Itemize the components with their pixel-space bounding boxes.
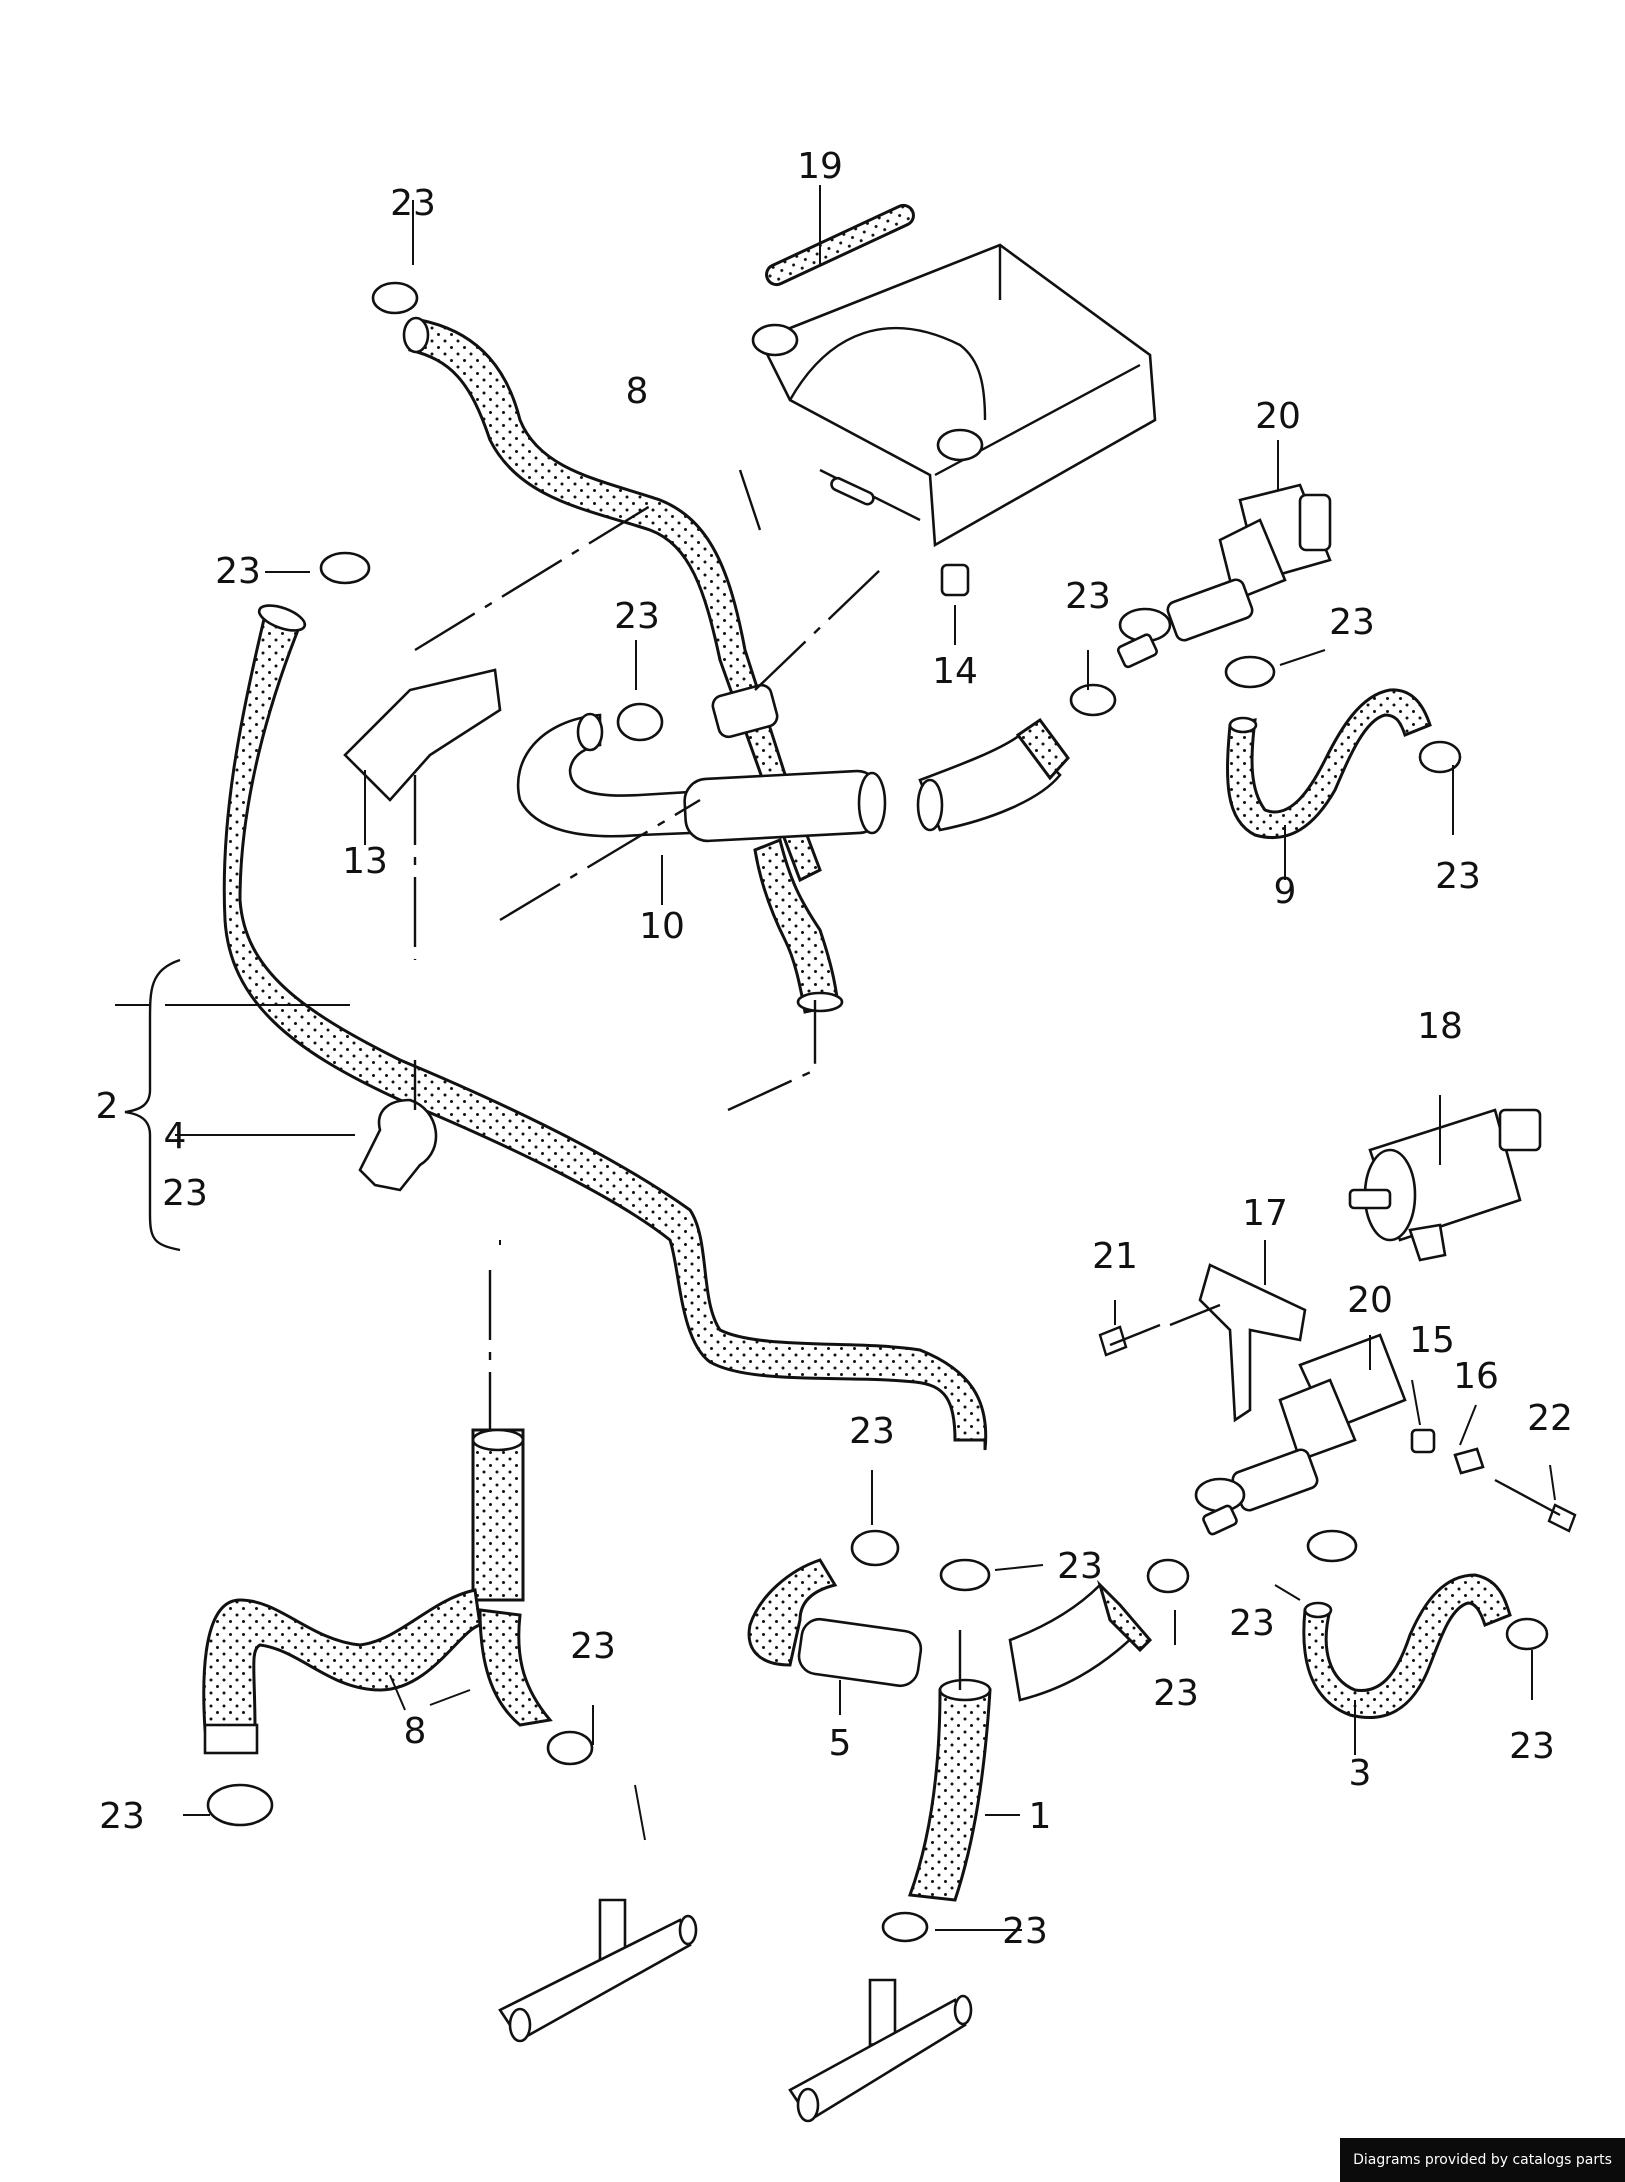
- hose-10: [516, 713, 692, 838]
- seal-strip-19: [765, 203, 915, 287]
- callout-5: 5: [829, 1723, 852, 1764]
- callout-8a: 8: [626, 371, 649, 412]
- callout-23h: 23: [849, 1411, 895, 1452]
- leader-lines: [115, 185, 1556, 1931]
- hose-2: [222, 613, 988, 1451]
- callout-1: 1: [1029, 1796, 1052, 1837]
- callout-23e: 23: [1329, 602, 1375, 643]
- hose-3: [1302, 1573, 1512, 1720]
- callout-18: 18: [1417, 1006, 1463, 1047]
- callout-15: 15: [1409, 1320, 1455, 1361]
- hose-10-sleeve-end: [857, 771, 887, 835]
- callout-21: 21: [1092, 1236, 1138, 1277]
- callout-16: 16: [1453, 1356, 1499, 1397]
- hose-8-right-branch: [478, 1608, 553, 1727]
- cap-16: [1453, 1447, 1485, 1475]
- hose-8-top-end: [402, 316, 430, 354]
- hose-9: [1226, 688, 1432, 840]
- hose-10-sleeve: [683, 769, 882, 843]
- callout-23l: 23: [1153, 1673, 1199, 1714]
- callout-13: 13: [342, 841, 388, 882]
- hose-8-top: [408, 318, 822, 883]
- callout-23k: 23: [1229, 1603, 1275, 1644]
- housing-cap-left: [751, 323, 799, 357]
- valve-20-lower: [1194, 1333, 1407, 1536]
- callout-23m: 23: [1509, 1726, 1555, 1767]
- hose-10-elbow: [918, 733, 1062, 832]
- clamp-23: [206, 281, 1549, 1943]
- callout-20a: 20: [1255, 396, 1301, 437]
- callout-23i: 23: [1057, 1546, 1103, 1587]
- hose-2-end: [257, 604, 307, 632]
- callout-23a: 23: [390, 183, 436, 224]
- callout-17: 17: [1242, 1193, 1288, 1234]
- hose-8-bottom-end: [796, 991, 844, 1013]
- callout-2: 2: [96, 1086, 119, 1127]
- credit-footer: Diagrams provided by catalogs parts: [1340, 2138, 1625, 2182]
- callout-23o: 23: [1002, 1911, 1048, 1952]
- hose-1-end: [938, 1678, 992, 1702]
- hose-10-end: [576, 712, 604, 752]
- housing-slot: [830, 476, 875, 506]
- hose-8-connector: [711, 683, 779, 739]
- callout-23b: 23: [215, 551, 261, 592]
- callout-3: 3: [1349, 1753, 1372, 1794]
- brace-2: [124, 958, 181, 1252]
- bolt-21: [1098, 1323, 1161, 1357]
- hose-5: [747, 1558, 838, 1667]
- hose-10-elbow-end: [916, 778, 944, 832]
- valve-housing-inner: [788, 245, 1141, 522]
- callout-20b: 20: [1347, 1280, 1393, 1321]
- clip-13: [343, 668, 502, 802]
- hose-9-end: [1228, 716, 1258, 734]
- valve-20-top: [1116, 483, 1332, 669]
- callout-14: 14: [932, 651, 978, 692]
- hose-8-left-end: [203, 1723, 259, 1755]
- callout-9: 9: [1274, 871, 1297, 912]
- callout-23j: 23: [570, 1626, 616, 1667]
- hose-8-lower: [753, 837, 840, 1014]
- callout-22: 22: [1527, 1398, 1573, 1439]
- grommet-14: [940, 563, 970, 597]
- clip-4: [358, 1098, 438, 1192]
- callout-23g: 23: [162, 1173, 208, 1214]
- pipe-tee-right: [788, 1978, 973, 2123]
- housing-cap-right: [936, 428, 984, 462]
- dash-lines: [413, 469, 1221, 1690]
- callout-23f: 23: [1435, 856, 1481, 897]
- callout-4: 4: [164, 1116, 187, 1157]
- screw-22: [1494, 1478, 1577, 1533]
- hose-10-elbow-dots: [1015, 717, 1070, 781]
- hose-5-elbow: [1008, 1583, 1142, 1702]
- hose-3-end: [1303, 1601, 1333, 1619]
- callout-23c: 23: [614, 596, 660, 637]
- callout-23n: 23: [99, 1796, 145, 1837]
- callout-10: 10: [639, 906, 685, 947]
- hose-5-sleeve: [797, 1617, 923, 1688]
- nut-15: [1410, 1428, 1436, 1454]
- hose-8-vertical-end: [471, 1428, 525, 1452]
- callout-19: 19: [797, 146, 843, 187]
- solenoid-18: [1348, 1108, 1542, 1262]
- hose-5-elbow-dots: [1096, 1579, 1153, 1653]
- callout-8b: 8: [404, 1711, 427, 1752]
- pipe-tee-left: [498, 1898, 698, 2043]
- hose-1: [907, 1688, 992, 1902]
- hose-8-vertical: [471, 1428, 525, 1602]
- valve-housing: [758, 243, 1157, 548]
- callout-23d: 23: [1065, 576, 1111, 617]
- hose-8-left-branch: [202, 1588, 482, 1732]
